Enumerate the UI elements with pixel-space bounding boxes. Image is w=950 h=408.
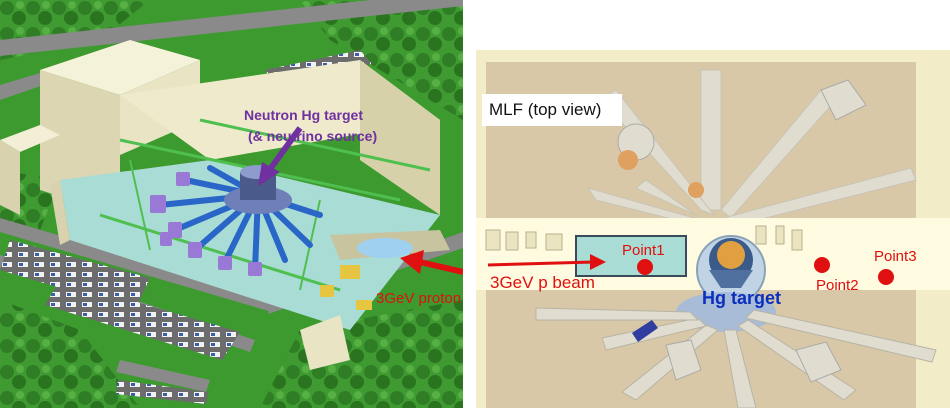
road [0, 218, 280, 312]
tree-area [300, 0, 463, 120]
tree-area [0, 300, 140, 408]
target-arrow [265, 126, 303, 174]
title-box [482, 94, 622, 126]
instruments [150, 172, 262, 276]
parking-lot [0, 240, 150, 310]
tree-area [260, 300, 463, 408]
point3-label: Point3 [874, 248, 917, 265]
point2-marker [814, 257, 830, 273]
road [116, 360, 210, 392]
point2-label: Point2 [816, 277, 859, 294]
hg-target-label: Hg target [702, 288, 782, 308]
parking-lot [45, 280, 240, 360]
point1-label: Point1 [622, 242, 665, 259]
parking-lot [116, 380, 208, 404]
proton-arrow [419, 259, 463, 275]
mlf-top-view: MLF (top view) 3GeV p beam Hg target Poi… [476, 50, 950, 408]
neutron-target-label: Neutron Hg target [244, 107, 363, 123]
road [0, 0, 463, 56]
annex-roof [40, 40, 200, 95]
beam-pipe-area [575, 235, 687, 277]
neutrino-source-label: (& neutrino source) [248, 128, 378, 144]
proton-label: 3GeV proton [376, 290, 462, 307]
view-title: MLF (top view) [489, 100, 602, 119]
point1-marker [637, 259, 653, 275]
point3-marker [878, 269, 894, 285]
detector-device [632, 320, 658, 342]
facility-3d-view: Neutron Hg target (& neutrino source) 3G… [0, 0, 463, 408]
facility-illustration [0, 0, 463, 408]
beam-label: 3GeV p beam [490, 273, 595, 292]
beam-arrow [487, 260, 595, 267]
main-hall-side [360, 60, 440, 215]
